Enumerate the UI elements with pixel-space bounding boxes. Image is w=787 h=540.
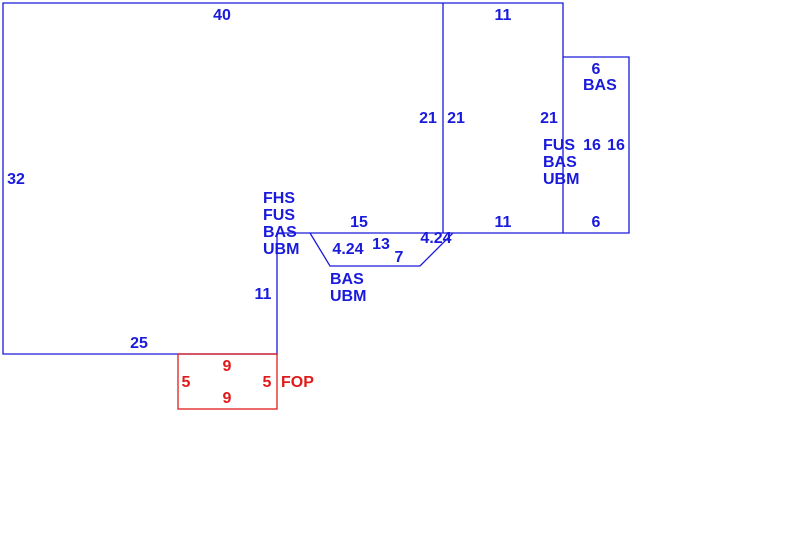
dim-trap-7: 7 — [395, 249, 404, 266]
trap-label-1: BAS — [330, 271, 364, 288]
dim-21-b: 21 — [447, 110, 465, 127]
trap-label-2: UBM — [330, 288, 366, 305]
dim-wing-bottom: 6 — [592, 214, 601, 231]
dim-21-a: 21 — [419, 110, 437, 127]
right-label-3: UBM — [543, 171, 579, 188]
main-label-2: FUS — [263, 207, 295, 224]
dim-wing-top: 6 — [592, 61, 601, 78]
dim-porch-left: 5 — [182, 374, 191, 391]
dimension-labels: 40 11 32 25 11 21 21 21 15 11 6 6 16 16 … — [7, 7, 625, 407]
outlines — [2, 2, 630, 410]
wing-label: BAS — [583, 77, 617, 94]
right-label-2: BAS — [543, 154, 577, 171]
main-label-4: UBM — [263, 241, 299, 258]
dim-left: 32 — [7, 171, 25, 188]
dim-bottom-left: 25 — [130, 335, 148, 352]
main-outline — [2, 2, 564, 355]
dim-inner-right: 11 — [255, 286, 272, 303]
dim-11: 11 — [495, 214, 512, 231]
dim-wing-left: 16 — [583, 137, 601, 154]
porch-outline — [177, 353, 278, 410]
right-label-1: FUS — [543, 137, 575, 154]
dim-top-left: 40 — [213, 7, 231, 24]
dim-top-right: 11 — [495, 7, 512, 24]
dim-wing-right: 16 — [607, 137, 625, 154]
dim-trap-13: 13 — [372, 236, 390, 253]
area-labels: FHS FUS BAS UBM BAS UBM BAS FUS BAS UBM … — [263, 77, 617, 391]
dim-21-c: 21 — [540, 110, 558, 127]
dim-15: 15 — [350, 214, 368, 231]
wing-outline — [563, 56, 630, 234]
main-label-3: BAS — [263, 224, 297, 241]
dim-trap-diag-left: 4.24 — [332, 241, 363, 258]
main-label-1: FHS — [263, 190, 295, 207]
trapezoid-outline — [309, 232, 454, 267]
dim-porch-top: 9 — [223, 358, 232, 375]
dim-porch-bottom: 9 — [223, 390, 232, 407]
porch-label: FOP — [281, 374, 314, 391]
dim-porch-right: 5 — [263, 374, 272, 391]
dim-trap-diag-right: 4.24 — [420, 230, 451, 247]
